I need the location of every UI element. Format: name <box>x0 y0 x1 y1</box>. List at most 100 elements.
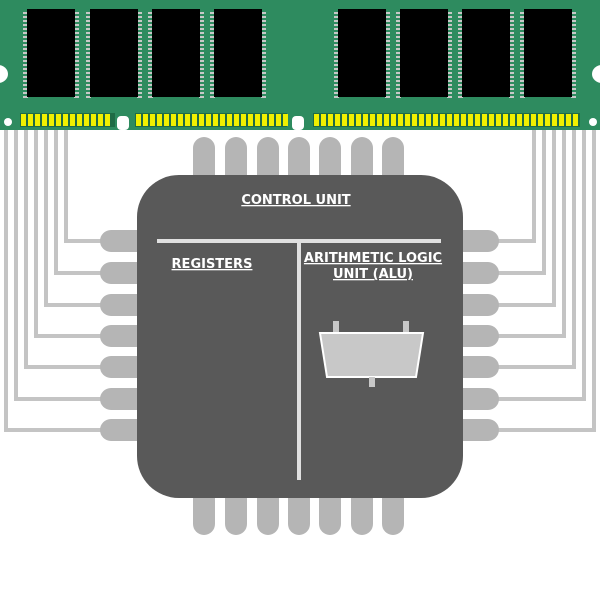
ram-contact <box>248 114 253 126</box>
ram-contact <box>440 114 445 126</box>
ram-chip-pin <box>137 24 142 26</box>
ram-contact <box>276 114 281 126</box>
bus-wire <box>34 128 105 338</box>
ram-chip-pin <box>458 40 463 42</box>
ram-chip-pin <box>210 64 215 66</box>
ram-chip-pin <box>199 68 204 70</box>
ram-chip-pin <box>74 28 79 30</box>
ram-chip-pin <box>458 96 463 98</box>
ram-chip-pin <box>447 44 452 46</box>
ram-chip-pin <box>74 96 79 98</box>
ram-chip-pin <box>261 56 266 58</box>
ram-contact <box>349 114 354 126</box>
bus-wire <box>495 128 566 338</box>
ram-chip-pin <box>261 76 266 78</box>
ram-chip-pin <box>396 60 401 62</box>
ram-chip <box>210 9 266 98</box>
ram-contact <box>573 114 578 126</box>
ram-hole-right <box>589 118 597 126</box>
ram-chip-pin <box>458 28 463 30</box>
ram-chip-pin <box>458 20 463 22</box>
ram-chip-pin <box>571 84 576 86</box>
bus-wire <box>14 128 105 401</box>
ram-chip-pin <box>199 60 204 62</box>
ram-chip-pin <box>74 64 79 66</box>
ram-chip-pin <box>447 40 452 42</box>
ram-contact <box>150 114 155 126</box>
ram-chip-pin <box>86 44 91 46</box>
ram-chip-pin <box>199 88 204 90</box>
ram-contact <box>178 114 183 126</box>
ram-chip-pin <box>458 80 463 82</box>
ram-contact <box>157 114 162 126</box>
bus-wire <box>64 128 105 243</box>
ram-chip-pin <box>23 52 28 54</box>
ram-chip-pin <box>137 16 142 18</box>
ram-contact <box>475 114 480 126</box>
ram-contact <box>164 114 169 126</box>
ram-chip-pin <box>199 80 204 82</box>
ram-chip-pin <box>86 68 91 70</box>
ram-chip-pin <box>458 12 463 14</box>
ram-chip-pin <box>137 12 142 14</box>
ram-chip-pin <box>458 88 463 90</box>
ram-chip-pin <box>571 44 576 46</box>
ram-chip-pin <box>509 40 514 42</box>
ram-chip-pin <box>137 48 142 50</box>
ram-chip-pin <box>520 36 525 38</box>
ram-chip-pin <box>261 84 266 86</box>
ram-chip-pin <box>210 84 215 86</box>
ram-chip-pin <box>261 36 266 38</box>
ram-chip-pin <box>210 32 215 34</box>
ram-chip-pin <box>447 92 452 94</box>
ram-module-icon <box>0 0 600 130</box>
ram-notch-right <box>592 65 600 83</box>
ram-chip-pin <box>447 64 452 66</box>
ram-chip-pin <box>148 24 153 26</box>
ram-chip-pin <box>385 44 390 46</box>
ram-contact <box>538 114 543 126</box>
ram-chip-pin <box>261 80 266 82</box>
ram-chip-pin <box>261 16 266 18</box>
ram-contact <box>98 114 103 126</box>
ram-chip-pin <box>74 72 79 74</box>
ram-chip-pin <box>74 76 79 78</box>
ram-chip <box>334 9 390 98</box>
ram-contact <box>335 114 340 126</box>
ram-chip-pin <box>23 72 28 74</box>
ram-chip-pin <box>385 28 390 30</box>
ram-chip-pin <box>458 24 463 26</box>
ram-chip-pin <box>86 92 91 94</box>
ram-chip-pin <box>210 36 215 38</box>
ram-chip-pin <box>396 80 401 82</box>
ram-chip-pin <box>148 64 153 66</box>
ram-chip-pin <box>334 44 339 46</box>
ram-chip-pin <box>137 68 142 70</box>
ram-chip-pin <box>199 84 204 86</box>
ram-chip-pin <box>509 96 514 98</box>
ram-chip-pin <box>148 16 153 18</box>
ram-chip-pin <box>199 32 204 34</box>
ram-chip-pin <box>334 24 339 26</box>
bus-wire <box>24 128 105 369</box>
ram-chip-pin <box>520 16 525 18</box>
ram-chip <box>458 9 514 98</box>
ram-chip-pin <box>23 92 28 94</box>
alu-input-a <box>333 321 339 334</box>
ram-chip-pin <box>396 36 401 38</box>
ram-chip-pin <box>447 72 452 74</box>
bus-wire <box>4 128 105 432</box>
ram-chip-pin <box>74 20 79 22</box>
ram-chip-pin <box>23 40 28 42</box>
ram-chip-pin <box>509 20 514 22</box>
ram-chip-pin <box>74 60 79 62</box>
ram-contact <box>461 114 466 126</box>
ram-contact <box>227 114 232 126</box>
ram-chip <box>23 9 79 98</box>
ram-contact <box>206 114 211 126</box>
ram-chip-pin <box>199 36 204 38</box>
ram-chip-pin <box>385 36 390 38</box>
ram-chip-pin <box>86 88 91 90</box>
ram-chip-pin <box>447 76 452 78</box>
ram-notch-left <box>0 65 8 83</box>
